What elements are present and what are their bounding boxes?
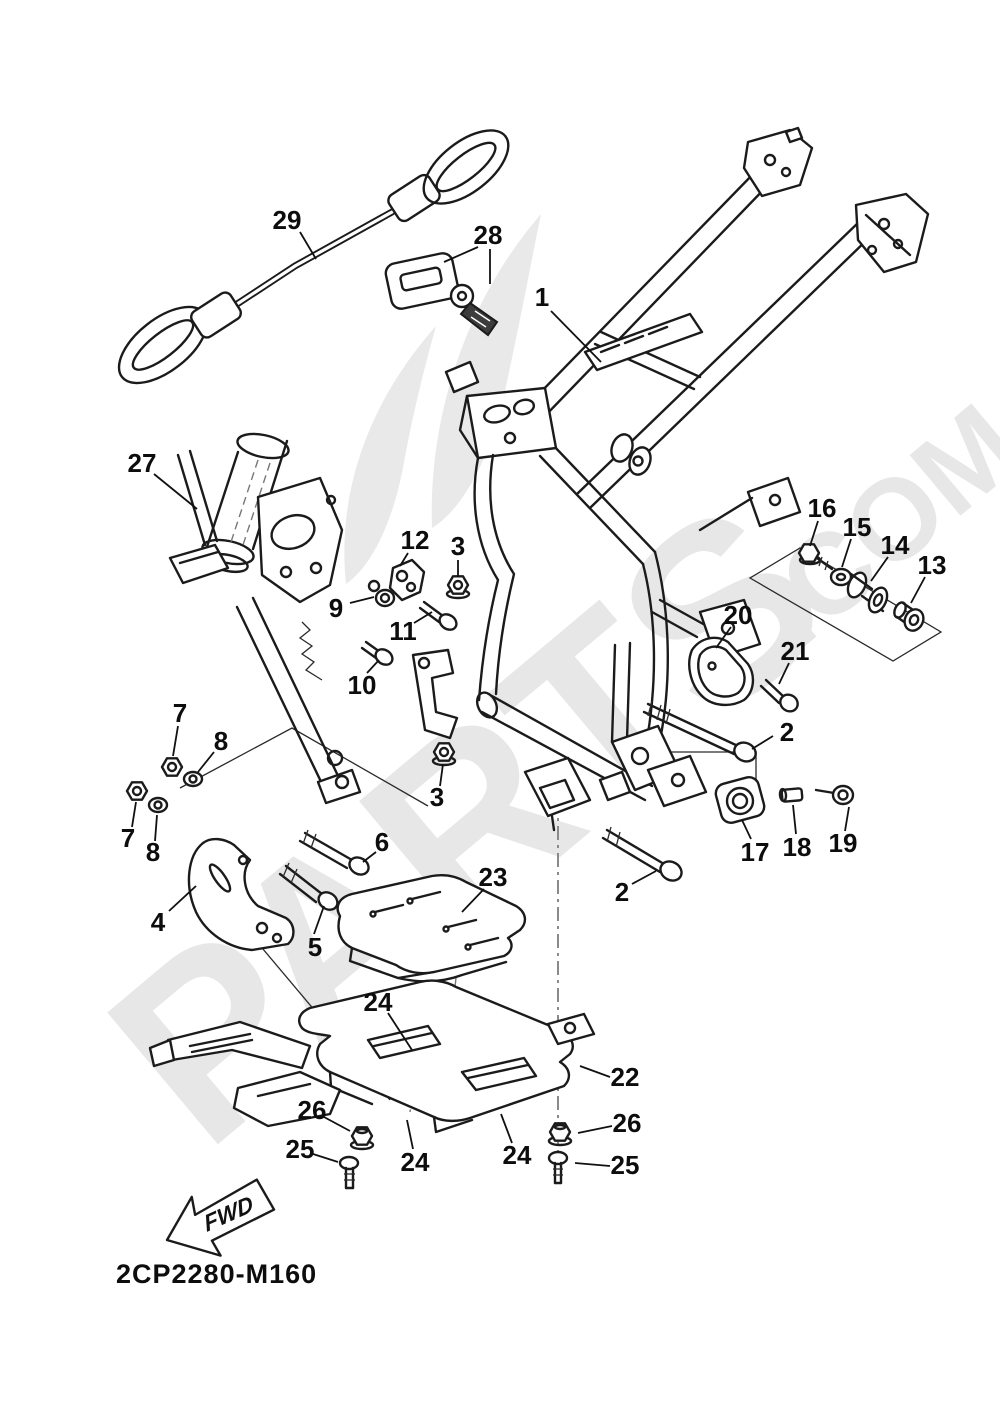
callout-label-7: 7 [173, 698, 187, 728]
callout-leader-20 [715, 626, 732, 649]
callout-leader-1 [550, 310, 602, 363]
side-stand-assembly [168, 432, 459, 805]
fwd-arrow: FWD [165, 1178, 276, 1257]
callout-label-10: 10 [348, 670, 377, 700]
callout-leader-7 [131, 801, 137, 828]
callout-label-3: 3 [451, 531, 465, 561]
callout-label-1: 1 [535, 282, 549, 312]
callout-leader-9 [349, 596, 375, 604]
callout-label-17: 17 [741, 837, 770, 867]
callout-label-7: 7 [121, 823, 135, 853]
callout-leader-6 [362, 851, 377, 863]
callout-leader-17 [741, 819, 752, 840]
callout-label-27: 27 [128, 448, 157, 478]
callout-label-4: 4 [151, 907, 166, 937]
callout-label-25: 25 [611, 1150, 640, 1180]
callout-leader-8 [154, 814, 158, 842]
callout-leader-7 [172, 725, 179, 757]
callout-leader-22 [579, 1065, 611, 1078]
callout-leader-11 [413, 611, 433, 624]
callout-label-2: 2 [615, 877, 629, 907]
callout-leader-16 [809, 520, 819, 547]
callout-leader-23 [461, 888, 485, 913]
callout-label-9: 9 [329, 593, 343, 623]
callout-label-24: 24 [401, 1147, 430, 1177]
callout-leader-8 [197, 751, 215, 773]
callout-leader-25 [574, 1162, 611, 1167]
callout-label-24: 24 [364, 987, 393, 1017]
callout-label-28: 28 [474, 220, 503, 250]
callout-label-19: 19 [829, 828, 858, 858]
callout-label-21: 21 [781, 636, 810, 666]
callout-label-8: 8 [214, 726, 228, 756]
callout-leader-12 [399, 552, 409, 567]
callout-label-15: 15 [843, 512, 872, 542]
callout-leader-27 [153, 473, 198, 510]
callout-leader-24 [406, 1119, 414, 1150]
watermark-swoosh-icon [431, 214, 541, 528]
callout-leader-5 [313, 905, 325, 935]
lanyard-cable [117, 129, 510, 385]
callout-leader-24 [500, 1113, 513, 1144]
callout-leader-29 [299, 231, 317, 260]
callout-label-29: 29 [273, 205, 302, 235]
watermark-swoosh2-icon [344, 326, 436, 584]
callout-leader-3 [439, 763, 444, 787]
callout-label-2: 2 [780, 717, 794, 747]
callout-leader-15 [841, 538, 852, 568]
callout-label-6: 6 [375, 827, 389, 857]
callout-leader-13 [910, 576, 926, 604]
callout-label-12: 12 [401, 525, 430, 555]
callout-label-26: 26 [613, 1108, 642, 1138]
callout-label-26: 26 [298, 1095, 327, 1125]
callout-leader-14 [870, 556, 889, 582]
callout-label-8: 8 [146, 837, 160, 867]
callout-label-25: 25 [286, 1134, 315, 1164]
key-and-holder [384, 252, 499, 337]
callout-label-20: 20 [724, 600, 753, 630]
callout-label-24: 24 [503, 1140, 532, 1170]
callout-leader-18 [792, 804, 797, 835]
callout-label-14: 14 [881, 530, 910, 560]
callout-leader-26 [323, 1116, 351, 1132]
diagram-code: 2CP2280-M160 [116, 1259, 317, 1289]
callout-leader-28 [443, 246, 479, 263]
callout-leader-26 [577, 1125, 613, 1134]
callout-label-16: 16 [808, 493, 837, 523]
callout-label-23: 23 [479, 862, 508, 892]
callout-leader-19 [844, 806, 850, 832]
callout-label-11: 11 [389, 616, 417, 646]
callout-leader-21 [778, 662, 790, 685]
callout-label-13: 13 [918, 550, 947, 580]
guard-plates [148, 874, 596, 1134]
hardware [125, 543, 925, 1190]
callout-leader-24 [387, 1012, 413, 1051]
callout-leader-25 [312, 1153, 339, 1163]
frame [444, 126, 930, 832]
callout-label-5: 5 [308, 932, 322, 962]
callout-leader-2 [751, 735, 774, 750]
callout-leader-2 [631, 870, 657, 885]
callout-label-22: 22 [611, 1062, 640, 1092]
callout-leader-4 [168, 885, 197, 912]
callout-label-3: 3 [430, 782, 444, 812]
callout-leader-10 [366, 659, 380, 674]
callout-label-18: 18 [783, 832, 812, 862]
